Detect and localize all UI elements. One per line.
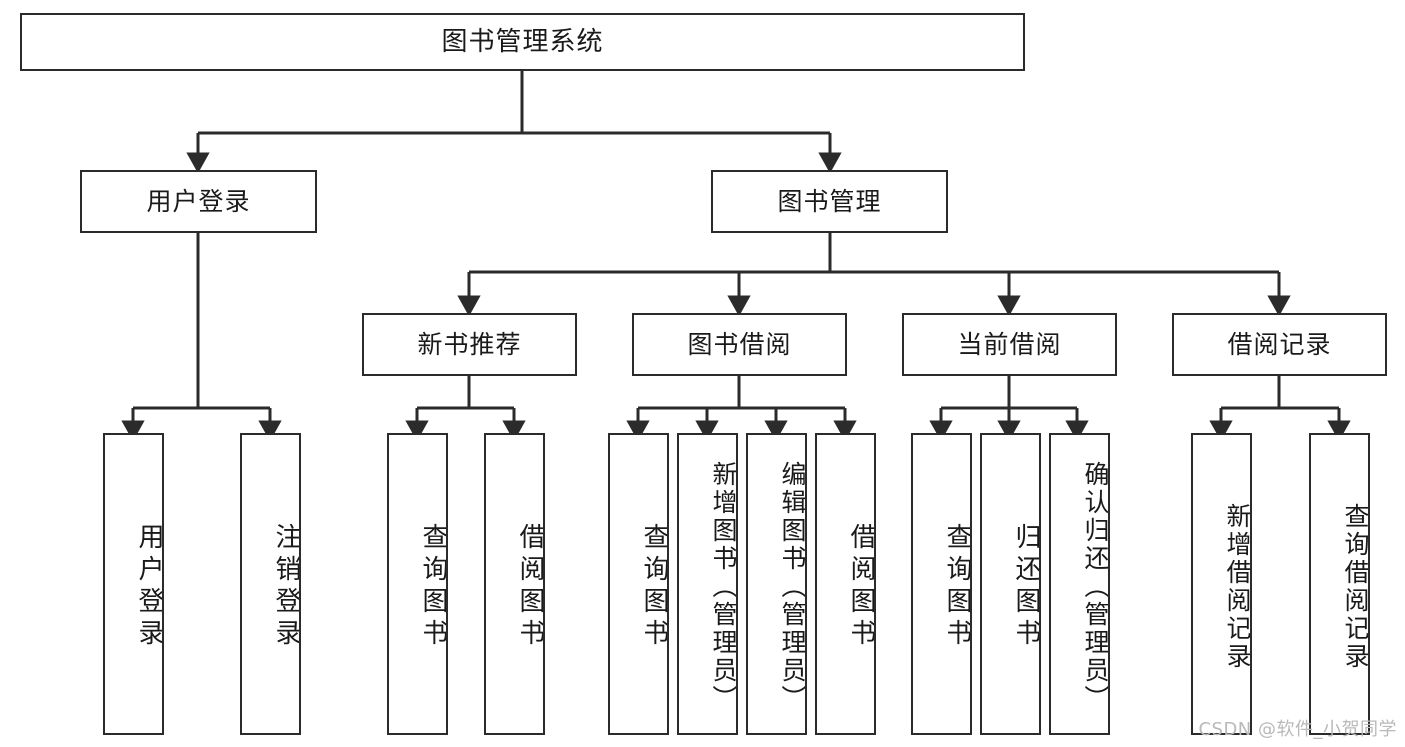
leaf-query-book-1[interactable]: 查询图书 (387, 433, 448, 735)
node-book-manage-label: 图书管理 (777, 186, 882, 216)
leaf-add-book[interactable]: 新增图书（管理员） (677, 433, 738, 735)
leaf-edit-book-label: 编辑图书（管理员） (778, 461, 807, 713)
leaf-query-record-label: 查询借阅记录 (1341, 503, 1370, 671)
leaf-return-book[interactable]: 归还图书 (980, 433, 1041, 735)
leaf-user-login[interactable]: 用户登录 (103, 433, 164, 735)
leaf-borrow-book-2-label: 借阅图书 (846, 523, 876, 651)
leaf-user-logout-label: 注销登录 (271, 523, 301, 651)
leaf-borrow-book-1[interactable]: 借阅图书 (484, 433, 545, 735)
leaf-query-book-2-label: 查询图书 (639, 523, 669, 651)
node-current-borrow[interactable]: 当前借阅 (902, 313, 1117, 376)
leaf-query-record[interactable]: 查询借阅记录 (1309, 433, 1370, 735)
leaf-add-record[interactable]: 新增借阅记录 (1191, 433, 1252, 735)
leaf-query-book-1-label: 查询图书 (418, 523, 448, 651)
leaf-query-book-2[interactable]: 查询图书 (608, 433, 669, 735)
node-current-borrow-label: 当前借阅 (957, 329, 1062, 359)
node-book-borrow-label: 图书借阅 (687, 329, 792, 359)
leaf-user-logout[interactable]: 注销登录 (240, 433, 301, 735)
leaf-query-book-3[interactable]: 查询图书 (911, 433, 972, 735)
node-user-login-label: 用户登录 (146, 186, 251, 216)
leaf-return-book-label: 归还图书 (1011, 523, 1041, 651)
leaf-add-book-label: 新增图书（管理员） (709, 461, 738, 713)
node-new-book-recommend-label: 新书推荐 (417, 329, 522, 359)
node-new-book-recommend[interactable]: 新书推荐 (362, 313, 577, 376)
csdn-watermark: CSDN @软件_小贺同学 (1198, 719, 1397, 740)
leaf-confirm-return[interactable]: 确认归还（管理员） (1049, 433, 1110, 735)
node-borrow-record-label: 借阅记录 (1227, 329, 1332, 359)
leaf-borrow-book-1-label: 借阅图书 (515, 523, 545, 651)
node-user-login[interactable]: 用户登录 (80, 170, 317, 233)
leaf-confirm-return-label: 确认归还（管理员） (1081, 461, 1110, 713)
leaf-edit-book[interactable]: 编辑图书（管理员） (746, 433, 807, 735)
leaf-query-book-3-label: 查询图书 (942, 523, 972, 651)
leaf-borrow-book-2[interactable]: 借阅图书 (815, 433, 876, 735)
node-root[interactable]: 图书管理系统 (20, 13, 1025, 71)
leaf-add-record-label: 新增借阅记录 (1223, 503, 1252, 671)
leaf-user-login-label: 用户登录 (134, 523, 164, 651)
node-root-label: 图书管理系统 (441, 26, 604, 57)
node-book-manage[interactable]: 图书管理 (711, 170, 948, 233)
node-book-borrow[interactable]: 图书借阅 (632, 313, 847, 376)
node-borrow-record[interactable]: 借阅记录 (1172, 313, 1387, 376)
